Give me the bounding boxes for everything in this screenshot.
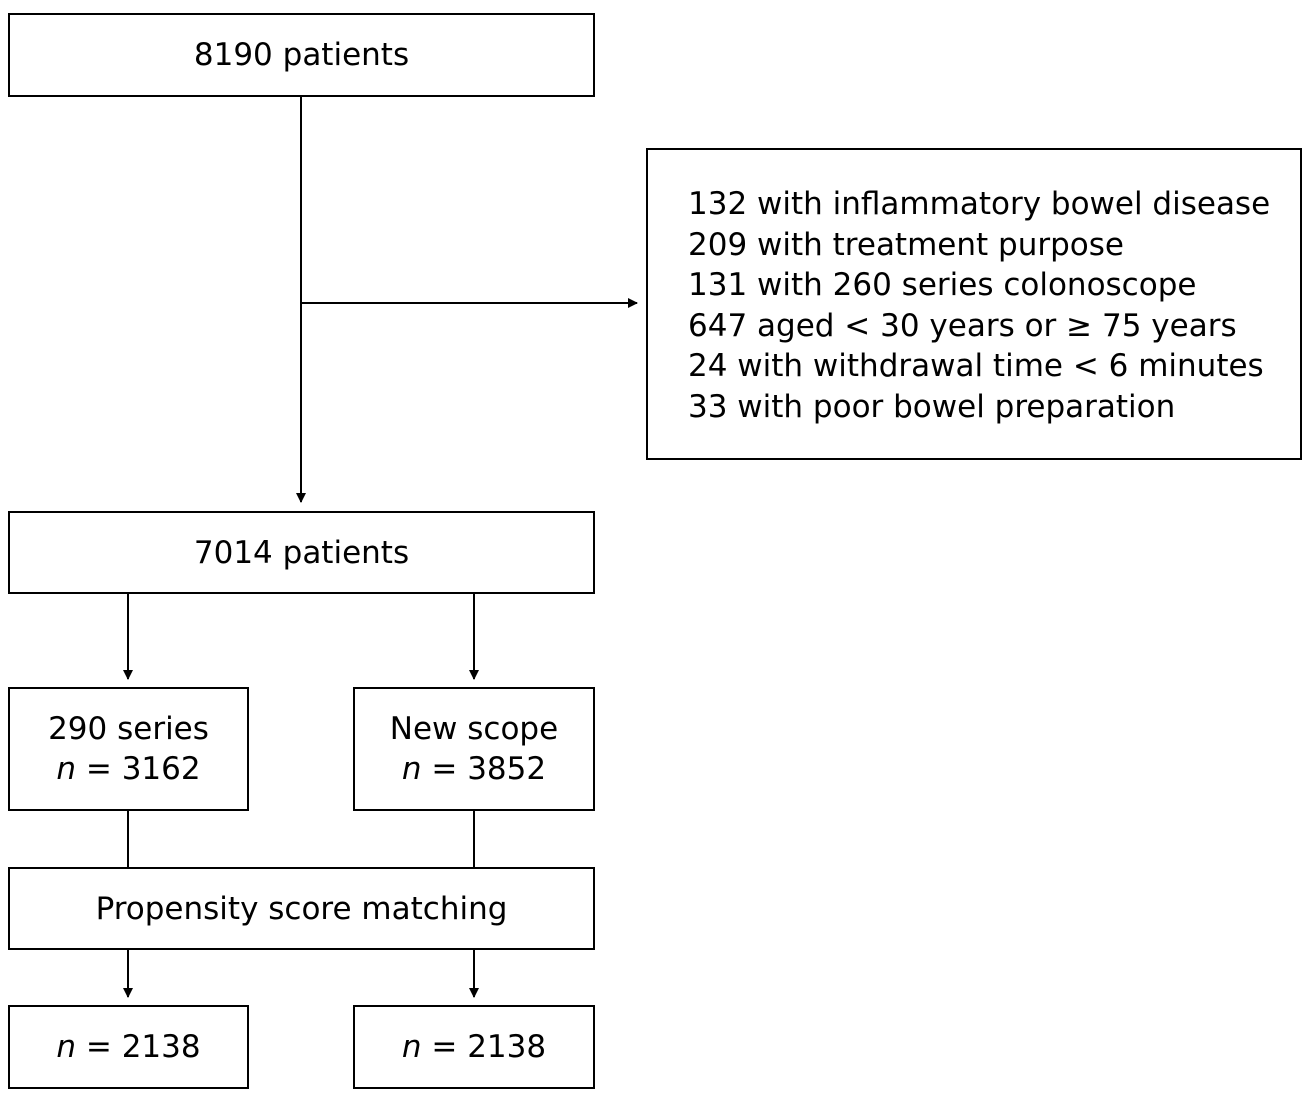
propensity-score-matching-box: Propensity score matching [8, 867, 595, 950]
total-patients-box: 8190 patients [8, 13, 595, 97]
matched-count: n = 2138 [402, 1027, 546, 1067]
included-patients-label: 7014 patients [193, 534, 410, 571]
exclusion-item: 132 with inflammatory bowel disease [688, 186, 1271, 222]
n-symbol: n [56, 1029, 77, 1065]
total-patients-label: 8190 patients [193, 37, 410, 73]
exclusion-item: 24 with withdrawal time < 6 minutes [688, 348, 1264, 385]
count-value: = 3162 [76, 751, 201, 787]
exclusion-item: 647 aged < 30 years or ≥ 75 years [688, 307, 1237, 344]
group-new-scope-box: New scope n = 3852 [353, 687, 595, 811]
count-value: = 2138 [421, 1029, 547, 1065]
n-symbol: n [401, 1029, 422, 1065]
n-symbol: n [401, 751, 422, 787]
propensity-score-matching-label: Propensity score matching [95, 890, 508, 927]
group-290-series-count: n = 3162 [56, 749, 200, 789]
exclusion-box: 132 with inflammatory bowel disease 209 … [646, 148, 1302, 460]
matched-290-series-box: n = 2138 [8, 1005, 249, 1089]
group-290-series-title: 290 series [48, 711, 209, 747]
count-value: = 3852 [421, 751, 547, 787]
exclusion-item: 33 with poor bowel preparation [688, 388, 1176, 425]
exclusion-list: 132 with inflammatory bowel disease 209 … [688, 184, 1270, 428]
included-patients-box: 7014 patients [8, 511, 595, 594]
exclusion-item: 131 with 260 series colonoscope [688, 267, 1197, 304]
matched-new-scope-box: n = 2138 [353, 1005, 595, 1089]
group-new-scope-title: New scope [389, 711, 559, 747]
n-symbol: n [56, 751, 77, 787]
group-290-series-box: 290 series n = 3162 [8, 687, 249, 811]
matched-count: n = 2138 [56, 1027, 200, 1067]
count-value: = 2138 [76, 1029, 201, 1065]
group-new-scope-count: n = 3852 [402, 749, 546, 789]
exclusion-item: 209 with treatment purpose [688, 226, 1124, 263]
